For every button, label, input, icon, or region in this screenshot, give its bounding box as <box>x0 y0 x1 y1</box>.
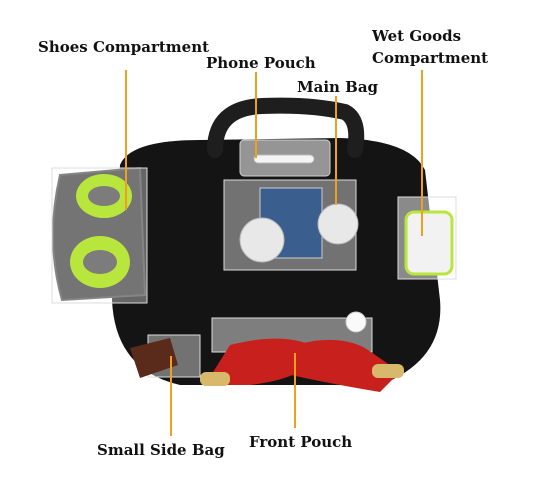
ping-pong-ball <box>345 311 367 333</box>
label-phone-pouch: Phone Pouch <box>206 54 316 72</box>
headphones <box>239 217 285 263</box>
label-shoes-compartment: Shoes Compartment <box>38 38 210 56</box>
label-wet-goods-line1: Wet Goods <box>372 27 462 45</box>
paddle-right <box>275 339 400 392</box>
label-main-bag: Main Bag <box>297 78 379 96</box>
label-small-side-bag: Small Side Bag <box>97 441 225 459</box>
leader-lines <box>125 70 423 436</box>
snack-pack <box>130 338 178 378</box>
label-wet-goods-line2: Compartment <box>372 49 489 67</box>
label-wet-goods-compartment: Wet Goods Compartment <box>372 25 488 69</box>
label-front-pouch: Front Pouch <box>249 433 353 451</box>
bag-handle <box>207 97 365 158</box>
